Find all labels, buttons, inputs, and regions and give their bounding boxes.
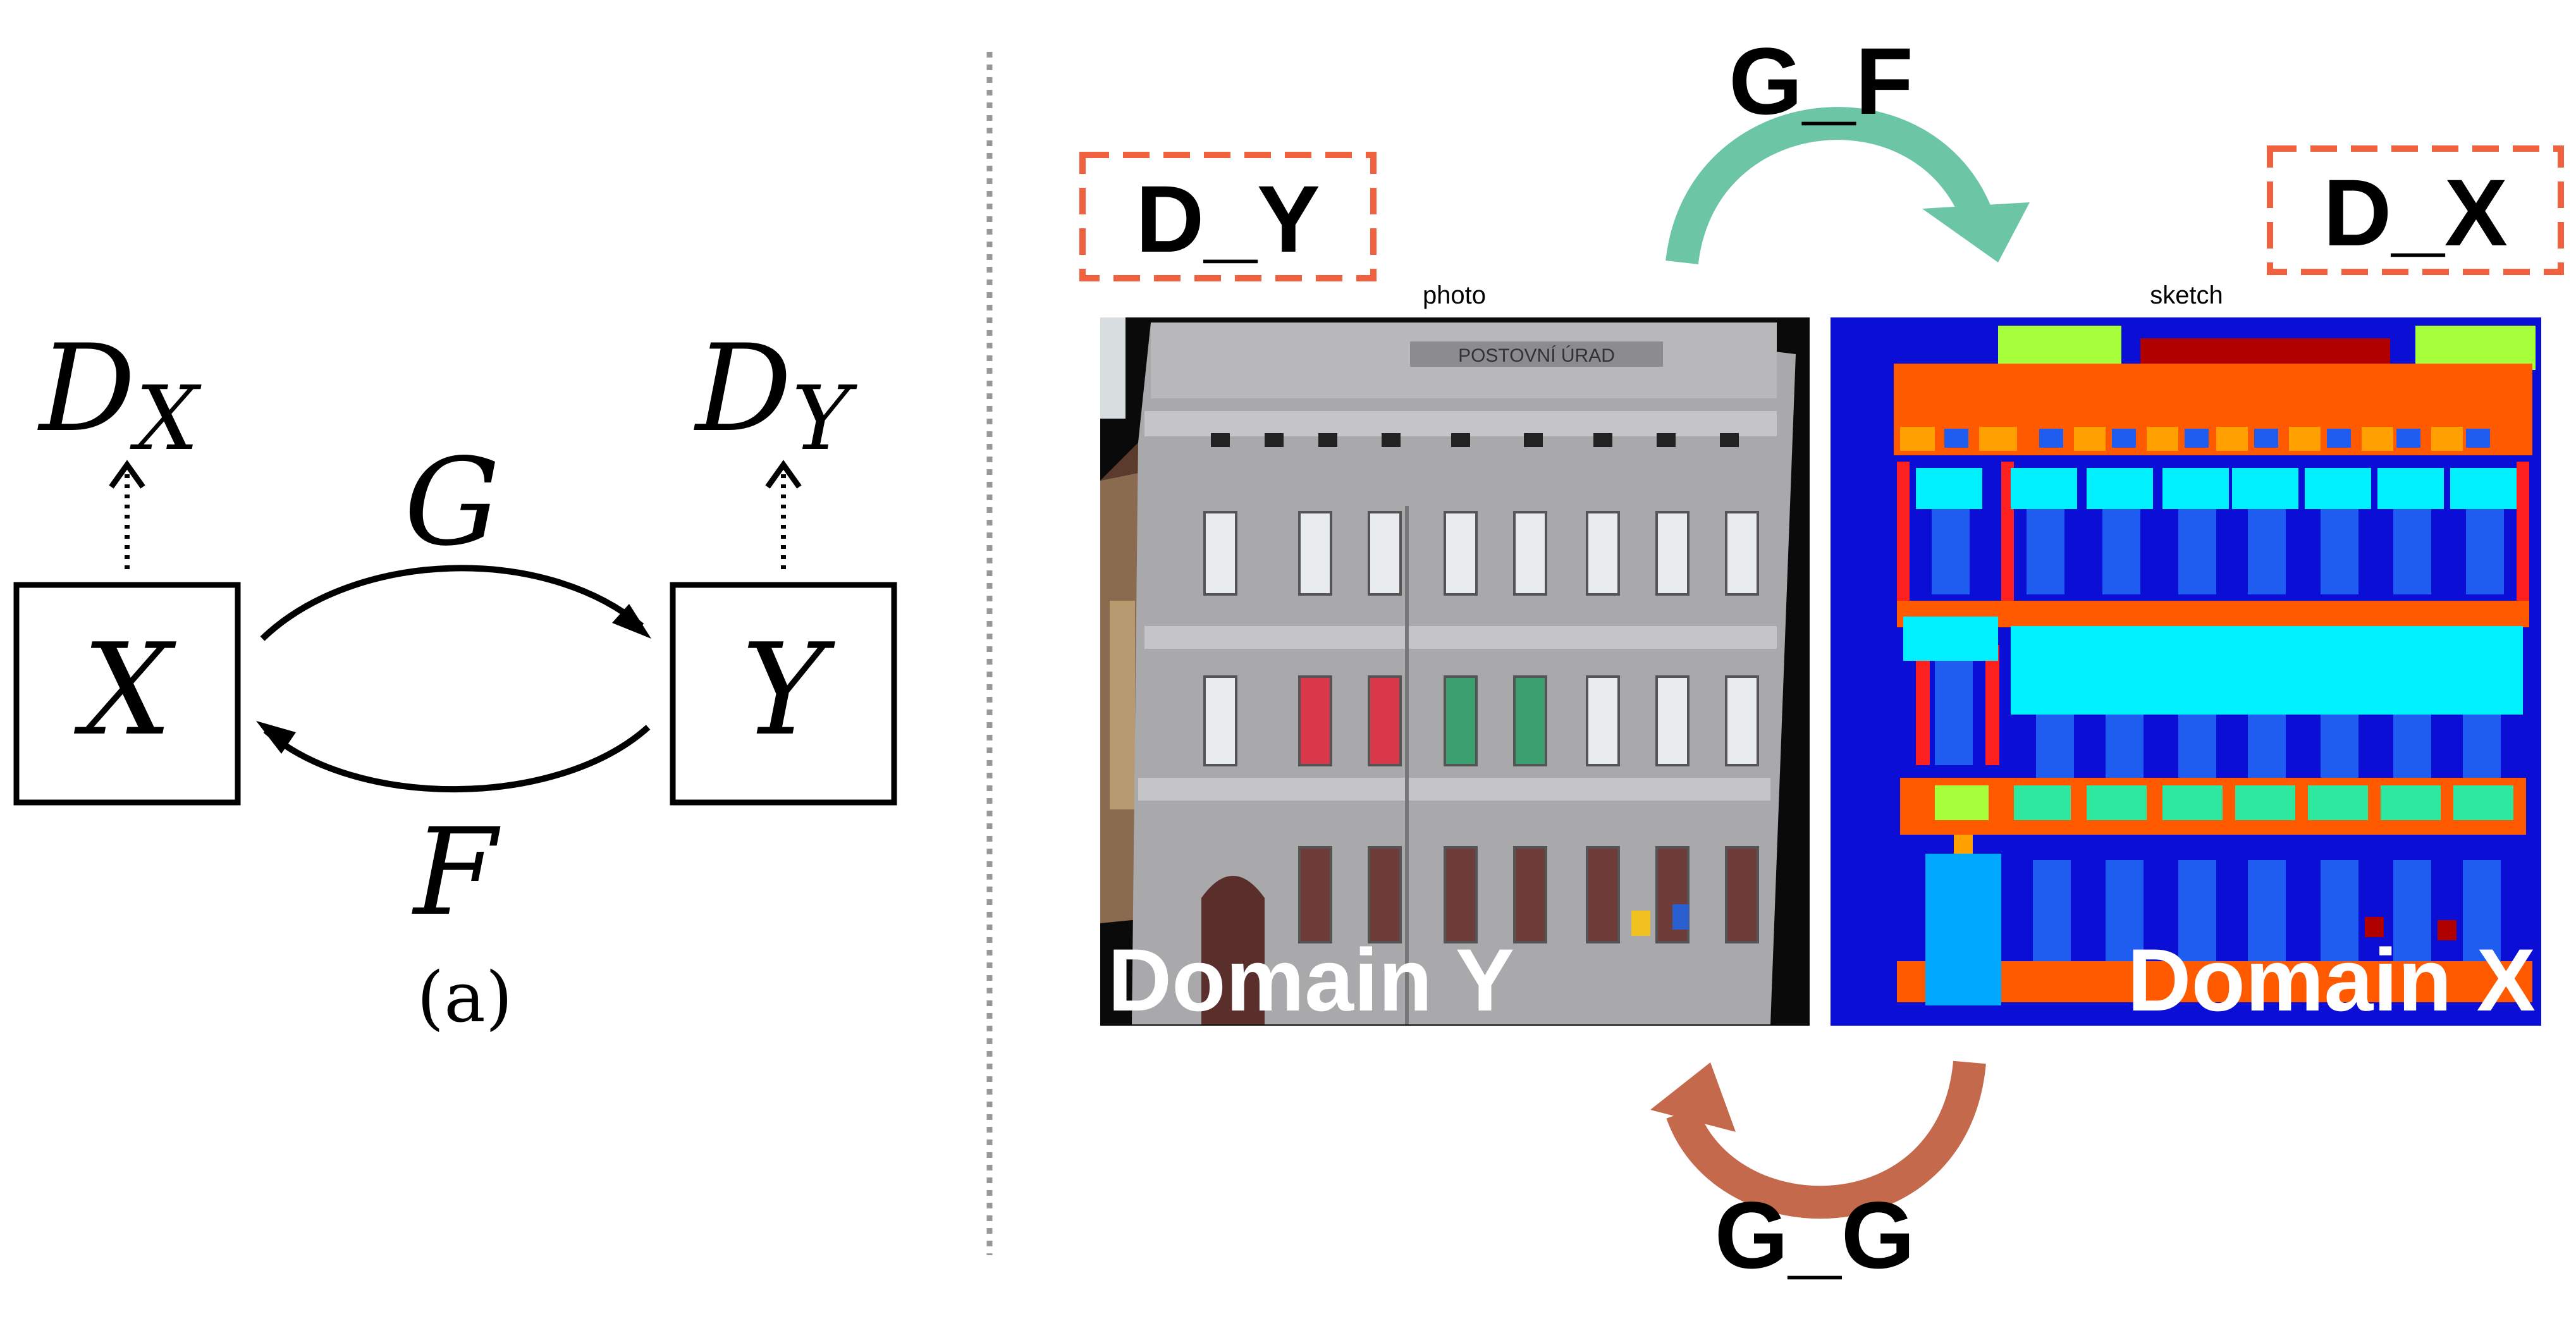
arrow-g-label: G [404, 433, 500, 572]
photo-domain-label: Domain Y [1108, 930, 1514, 1029]
box-y-label: Y [742, 617, 835, 764]
arrow-f-head [256, 721, 296, 754]
photo-image: POSTOVNÍ ÚRAD [1100, 317, 1810, 1029]
generator-top-arrow [1665, 107, 1995, 265]
diagram-b: G_F G_G D_Y D_X photo sketch POSTOVNÍ ÚR… [1079, 28, 2564, 1288]
dx-arrowhead [109, 460, 145, 489]
arrow-g-head [612, 604, 651, 639]
discriminator-dx: DX [37, 319, 202, 470]
generator-top-arrowhead [1922, 202, 2030, 262]
arrow-f-label: F [412, 802, 501, 942]
photo-caption: photo [1423, 281, 1486, 309]
caption-a: (a) [417, 957, 512, 1038]
box-x-label: X [74, 617, 177, 764]
box-y [670, 582, 897, 806]
discriminator-dy: DY [694, 319, 857, 470]
sketch-domain-label: Domain X [2127, 930, 2536, 1029]
discriminator-right-box [2267, 145, 2564, 275]
arrow-g [260, 565, 644, 641]
discriminator-left-label: D_Y [1136, 166, 1320, 272]
generator-bottom-arrow [1666, 1060, 1986, 1219]
photo-sign: POSTOVNÍ ÚRAD [1458, 345, 1615, 366]
box-x [13, 582, 241, 806]
discriminator-right-label: D_X [2323, 159, 2508, 266]
generator-top-label: G_F [1729, 28, 1913, 134]
sketch-image: Domain X [1831, 317, 2541, 1029]
diagram-a: X Y DX DY G F (a) [13, 319, 897, 1038]
arrow-f [263, 725, 651, 793]
generator-bottom-label: G_G [1715, 1182, 1915, 1288]
sketch-caption: sketch [2150, 281, 2223, 309]
generator-bottom-arrowhead [1650, 1062, 1736, 1132]
discriminator-left-box [1079, 152, 1377, 281]
dy-arrowhead [765, 460, 802, 489]
